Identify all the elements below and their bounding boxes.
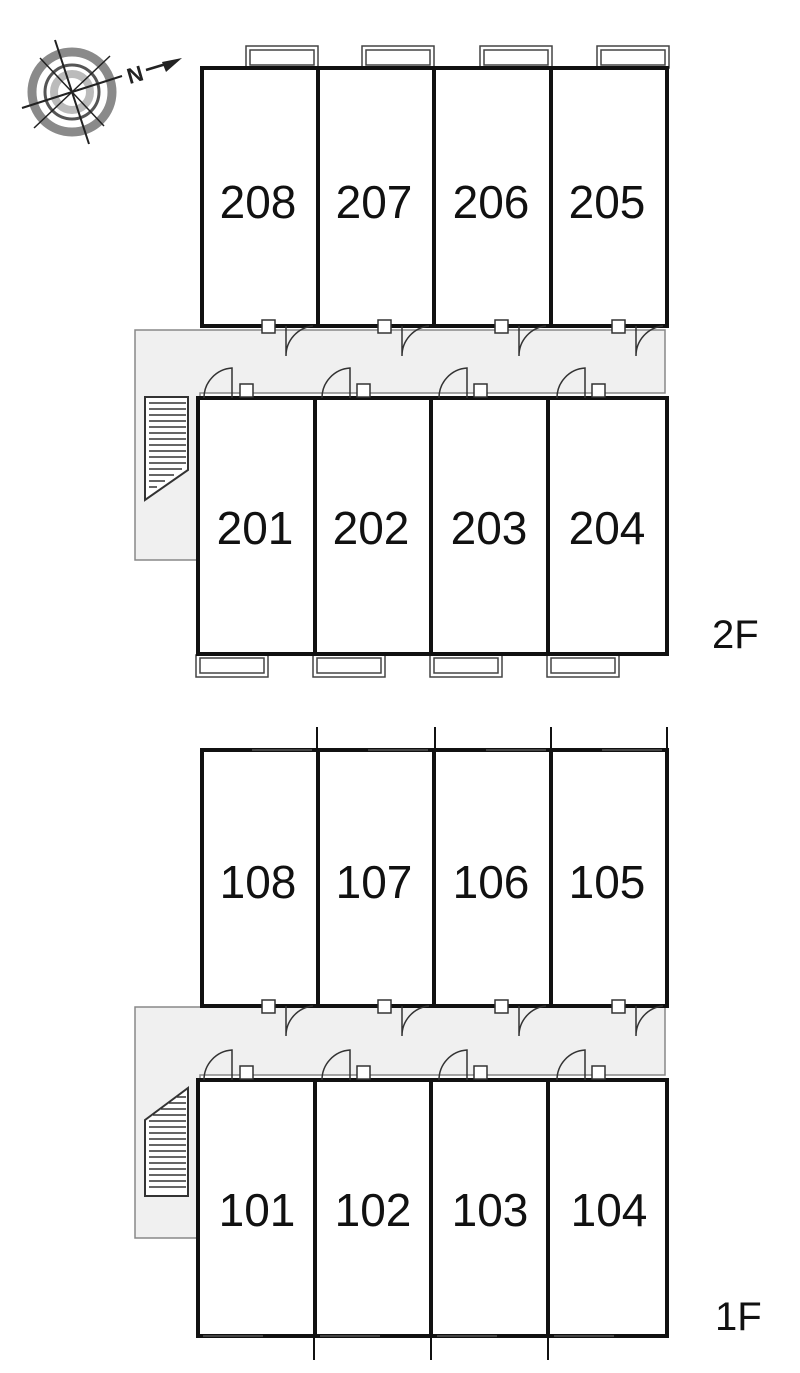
door-icon — [203, 367, 606, 399]
room-205 — [549, 66, 669, 328]
room-label: 205 — [569, 176, 646, 228]
room-label: 207 — [336, 176, 413, 228]
room-label: 108 — [220, 856, 297, 908]
room-label: 103 — [452, 1184, 529, 1236]
room-label: 203 — [451, 502, 528, 554]
room-202 — [313, 396, 433, 656]
room-208 — [200, 66, 320, 328]
room-201 — [196, 396, 317, 656]
stairs-icon — [144, 396, 189, 502]
room-105 — [549, 748, 669, 1008]
door-icon — [261, 319, 664, 357]
room-203 — [429, 396, 550, 656]
room-label: 208 — [220, 176, 297, 228]
room-label: 201 — [217, 502, 294, 554]
room-label: 105 — [569, 856, 646, 908]
compass-icon: N — [21, 39, 182, 145]
room-label: 104 — [571, 1184, 648, 1236]
room-label: 106 — [453, 856, 530, 908]
room-label: 206 — [453, 176, 530, 228]
room-207 — [316, 66, 436, 328]
room-204 — [546, 396, 669, 656]
door-icon — [203, 1049, 606, 1081]
room-label: 107 — [336, 856, 413, 908]
floor-label: 2F — [712, 613, 759, 657]
door-icon — [261, 999, 664, 1037]
room-104 — [546, 1078, 669, 1338]
room-label: 204 — [569, 502, 646, 554]
floor-1f: 108 107 106 105 101 102 103 104 1F — [134, 727, 762, 1360]
room-label: 101 — [219, 1184, 296, 1236]
room-label: 102 — [335, 1184, 412, 1236]
compass-label: N — [124, 61, 146, 89]
floor-label: 1F — [715, 1295, 762, 1339]
stairs-icon — [144, 1086, 189, 1197]
room-label: 202 — [333, 502, 410, 554]
floor-2f: 208 207 206 205 201 202 203 204 2F — [134, 45, 759, 678]
